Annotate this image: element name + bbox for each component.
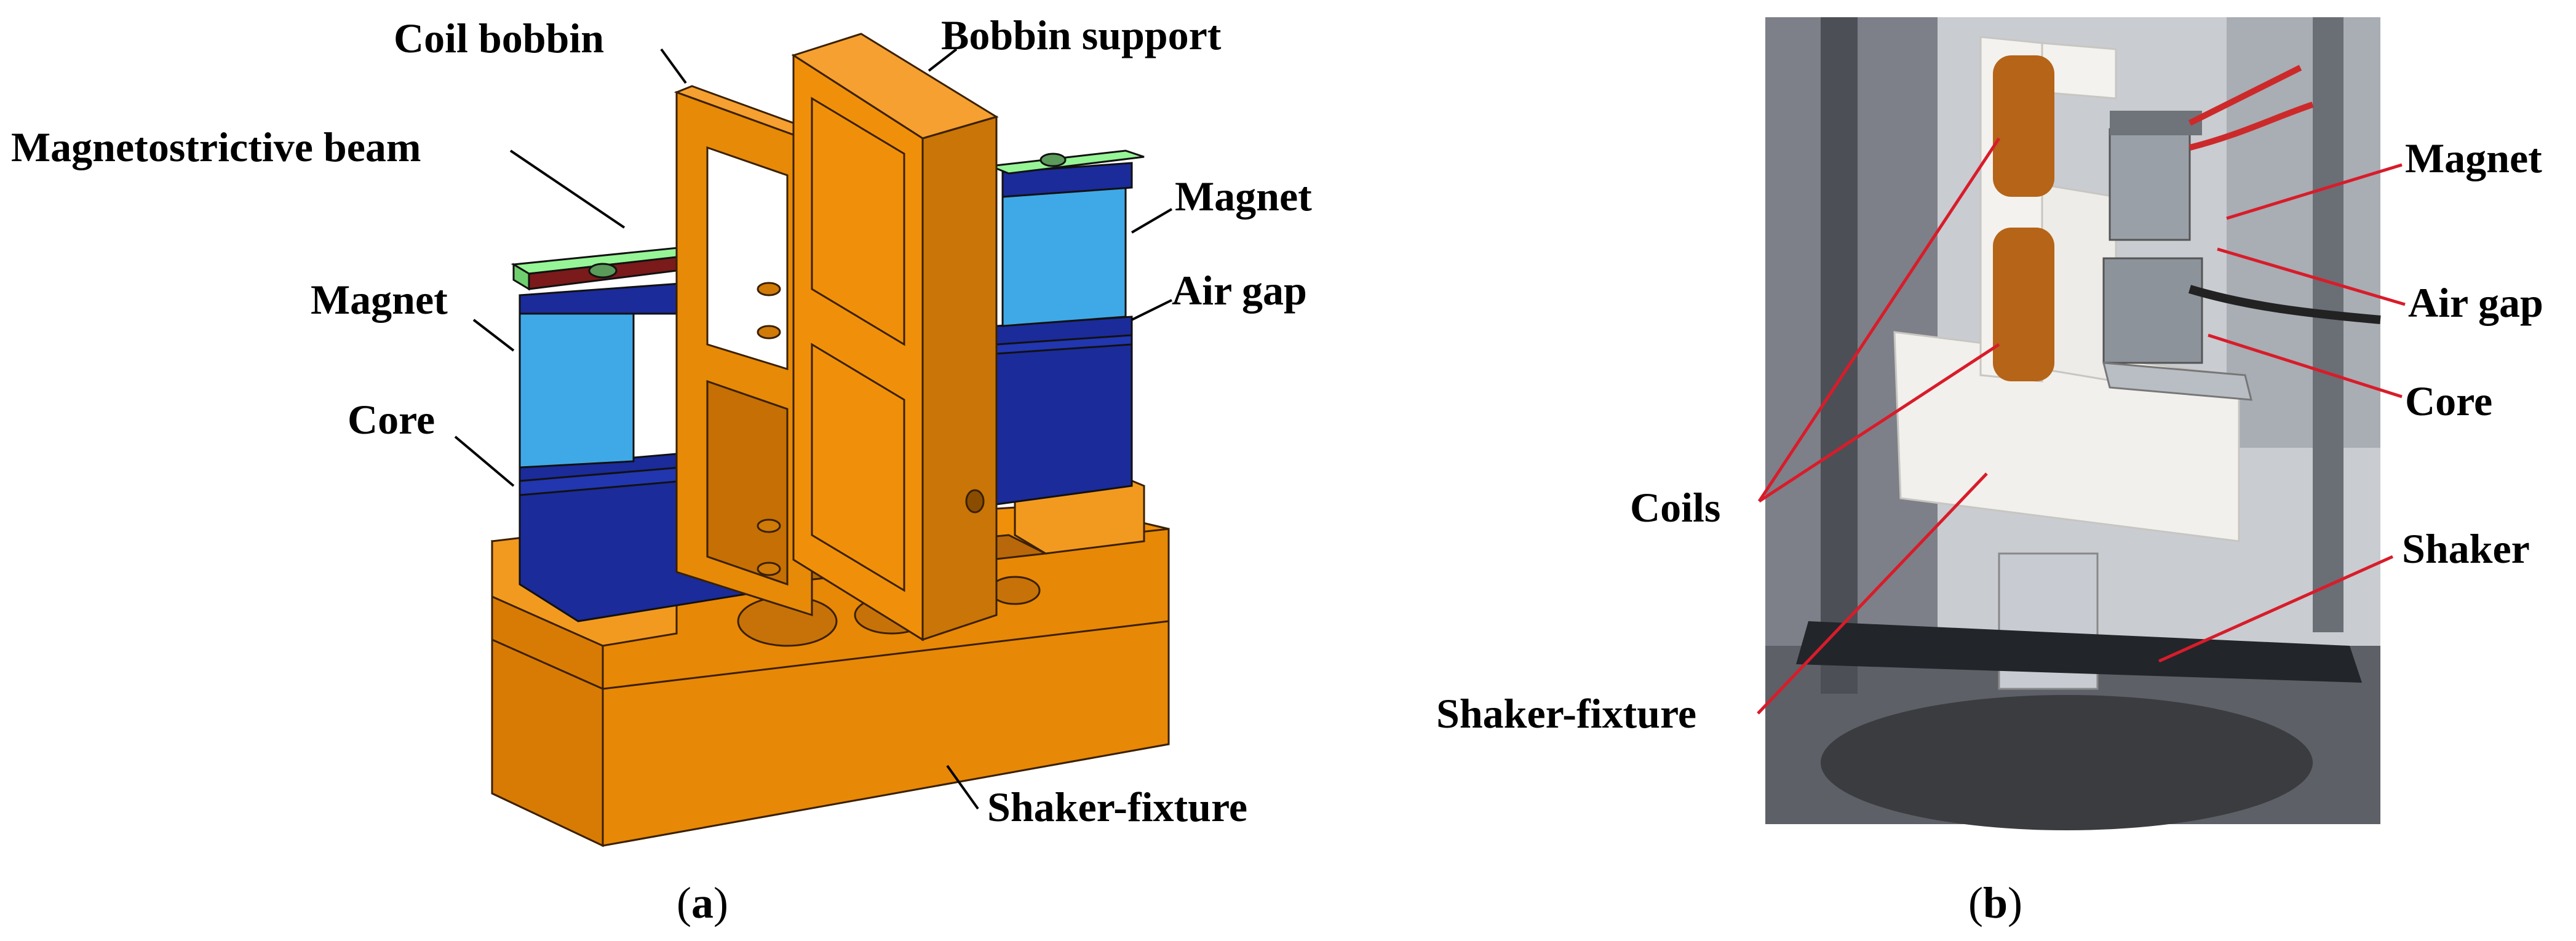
panel-b-labels: Magnet Air gap Core Coils Shaker Shaker-…	[1436, 135, 2543, 737]
label-magnet-left: Magnet	[311, 276, 448, 323]
caption-a: (a)	[677, 878, 728, 927]
label-b-core: Core	[2405, 378, 2492, 424]
label-magnetostrictive-beam: Magnetostrictive beam	[11, 124, 421, 170]
label-air-gap: Air gap	[1172, 267, 1307, 314]
label-magnet-right: Magnet	[1175, 173, 1312, 220]
photo-magnet	[2109, 128, 2191, 241]
label-b-coils: Coils	[1630, 484, 1720, 531]
left-magnet	[519, 282, 690, 469]
caption-b: (b)	[1968, 878, 2022, 927]
label-core: Core	[348, 396, 435, 443]
photo-core	[2102, 257, 2203, 364]
label-b-shaker-fixture: Shaker-fixture	[1436, 690, 1696, 737]
label-b-air-gap: Air gap	[2408, 279, 2543, 326]
bobbin-support	[791, 33, 999, 641]
coil-bobbin	[674, 85, 830, 617]
label-bobbin-support: Bobbin support	[941, 12, 1222, 58]
label-b-shaker: Shaker	[2402, 525, 2530, 572]
bobbin-pins	[757, 282, 781, 576]
panel-a-labels: Coil bobbin Bobbin support Magnetostrict…	[11, 12, 1312, 830]
panel-a-cad-model	[491, 33, 1170, 848]
label-shaker-fixture: Shaker-fixture	[987, 784, 1247, 830]
panel-b-photo	[1765, 17, 2381, 830]
coil-lower	[1993, 228, 2054, 381]
label-coil-bobbin: Coil bobbin	[394, 15, 604, 62]
label-b-magnet: Magnet	[2405, 135, 2542, 181]
right-core-stack	[995, 316, 1133, 506]
right-magnet	[990, 149, 1145, 327]
coil-upper	[1993, 55, 2054, 197]
panel-b-leader-lines	[1757, 137, 2406, 715]
panel-a-leader-lines	[454, 48, 1173, 810]
